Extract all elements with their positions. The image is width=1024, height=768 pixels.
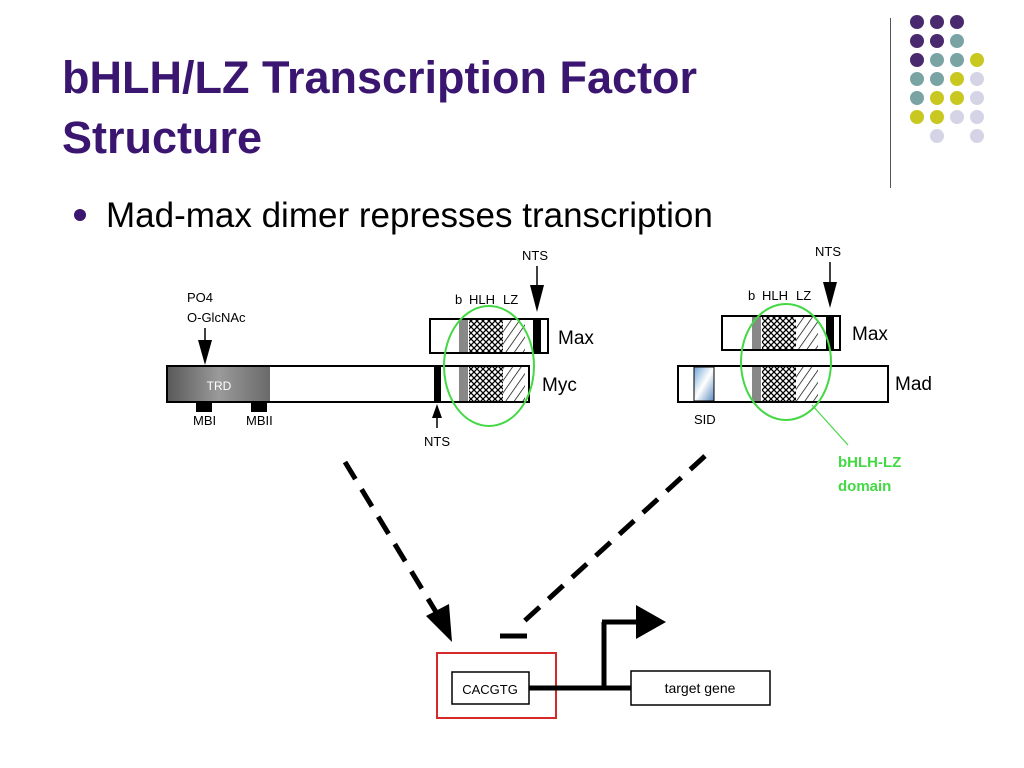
mad-label: Mad [895, 374, 932, 395]
lz-label: LZ [503, 292, 518, 307]
max2-nts-block [826, 317, 834, 349]
max-nts-block [533, 320, 541, 352]
max2-label: Max [852, 324, 888, 345]
trd-label: TRD [207, 379, 232, 393]
max-hlh-region [469, 320, 503, 352]
decor-divider [890, 18, 891, 188]
hlh-label: HLH [469, 292, 495, 307]
lz2-label: LZ [796, 288, 811, 303]
max-myc-complex: PO4 O-GlcNAc TRD MBI MBII NTS Myc Max b … [166, 248, 594, 449]
decor-dot [930, 129, 944, 143]
decor-dot [950, 72, 964, 86]
decor-dot [950, 15, 964, 29]
mbii-label: MBII [246, 413, 273, 428]
decor-dot [930, 34, 944, 48]
decor-dot [910, 53, 924, 67]
max2-basic-region [752, 317, 761, 349]
bhlh-lz-circle-right [740, 303, 832, 421]
max-nts-label: NTS [522, 248, 548, 263]
mbi-label: MBI [193, 413, 216, 428]
bullet-item: Mad-max dimer represses transcription [74, 196, 713, 236]
myc-nts-arrow-icon [432, 404, 442, 418]
sid-domain [693, 366, 715, 402]
hlh2-label: HLH [762, 288, 788, 303]
decor-dot [970, 129, 984, 143]
decor-dot [930, 91, 944, 105]
decor-dot [930, 110, 944, 124]
decor-dot [910, 34, 924, 48]
bullet-text: Mad-max dimer represses transcription [106, 196, 713, 235]
decor-dot [970, 53, 984, 67]
b2-label: b [748, 288, 755, 303]
max-nts-arrow-icon [530, 285, 544, 312]
decor-dot [950, 34, 964, 48]
decor-dot [970, 110, 984, 124]
max2-nts-arrow-icon [823, 282, 837, 308]
target-gene-promoter: CACGTG target gene [436, 605, 771, 719]
decor-dot [950, 91, 964, 105]
decor-dot [970, 72, 984, 86]
max2-nts-label: NTS [815, 244, 841, 259]
decor-dot [970, 91, 984, 105]
b-label: b [455, 292, 462, 307]
myc-nts-block [434, 367, 441, 401]
decor-dot [930, 72, 944, 86]
trd-domain [168, 367, 270, 401]
activation-dashed-arrow [342, 460, 439, 614]
max-basic-region [459, 320, 468, 352]
max2-lz-region [796, 317, 818, 349]
mbii-block [251, 402, 267, 412]
cacgtg-label: CACGTG [462, 682, 518, 697]
slide-title: bHLH/LZ Transcription Factor Structure [62, 48, 697, 168]
transcription-start-arrow-icon [636, 605, 666, 639]
myc-hlh-region [469, 367, 503, 401]
myc-lz-region [503, 367, 525, 401]
decor-dot [910, 110, 924, 124]
max-lz-region [503, 320, 525, 352]
mad-hlh-region [762, 367, 796, 401]
bhlh-lz-domain-label-2: domain [838, 478, 891, 495]
bhlh-lz-callout-line [811, 404, 849, 446]
repression-dashed-line [518, 454, 707, 627]
po4-arrow-head-icon [198, 340, 212, 365]
title-line-2: Structure [62, 112, 263, 163]
decor-dot [950, 110, 964, 124]
max2-hlh-region [762, 317, 796, 349]
decor-dot-grid [910, 15, 984, 143]
po4-label: PO4 [187, 290, 213, 305]
decor-dot [910, 72, 924, 86]
max-label: Max [558, 328, 594, 349]
target-gene-label: target gene [665, 680, 736, 696]
myc-label: Myc [542, 375, 577, 396]
decor-dot [910, 15, 924, 29]
myc-basic-region [459, 367, 468, 401]
mad-lz-region [796, 367, 818, 401]
decor-dot [930, 15, 944, 29]
decor-dot [910, 91, 924, 105]
bullet-dot-icon [74, 208, 86, 221]
bhlh-lz-domain-label-1: bHLH-LZ [838, 454, 901, 471]
decor-dot [930, 53, 944, 67]
mbi-block [196, 402, 212, 412]
decor-dot [950, 53, 964, 67]
myc-nts-label: NTS [424, 434, 450, 449]
max-mad-complex: Mad SID Max b HLH LZ NTS bHLH-LZ domain [677, 244, 932, 495]
sid-label: SID [694, 412, 716, 427]
bhlh-lz-circle-left [443, 305, 535, 427]
target-gene-box [630, 670, 771, 706]
title-line-1: bHLH/LZ Transcription Factor [62, 52, 698, 103]
glcnac-label: O-GlcNAc [187, 310, 246, 325]
mad-basic-region [752, 367, 761, 401]
activation-arrow-head-icon [426, 604, 452, 642]
